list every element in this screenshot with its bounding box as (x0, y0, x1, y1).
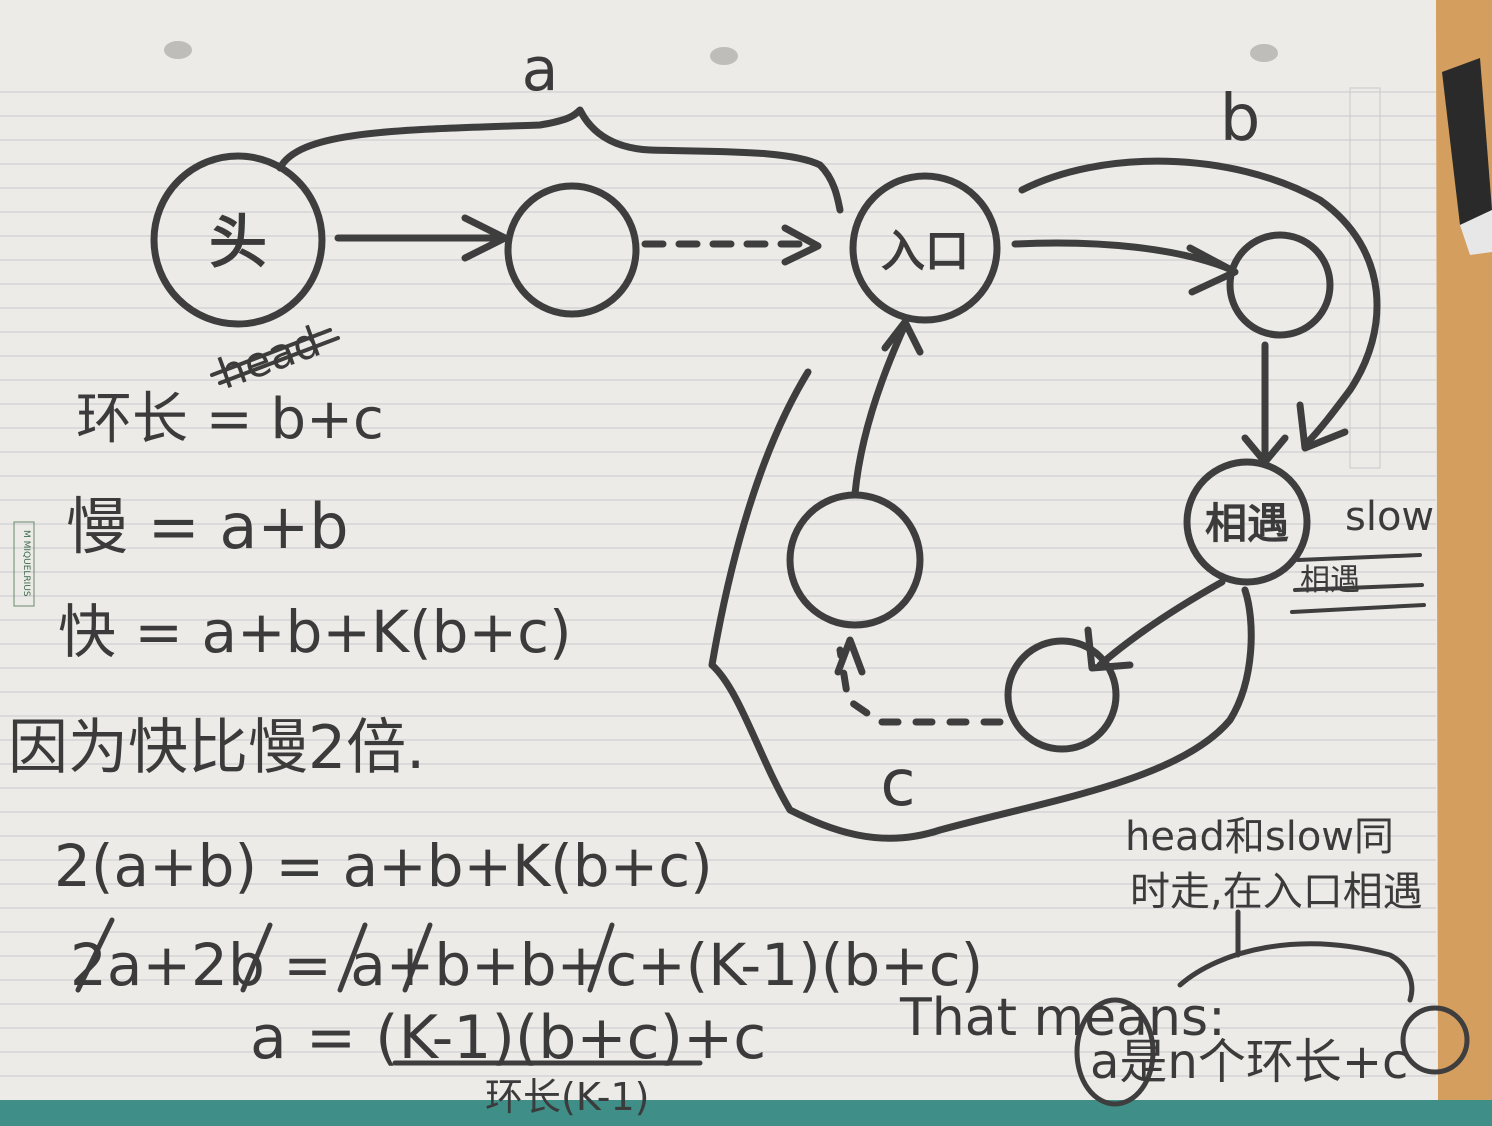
brace-a (276, 106, 844, 214)
note-line1: head和slow同 (1125, 814, 1394, 860)
node-meet (1183, 458, 1311, 586)
slow-label: slow (1345, 494, 1434, 540)
punch-hole (710, 47, 738, 65)
brand-label: M MIQUELRIUS (13, 521, 35, 607)
punch-hole (164, 41, 192, 59)
eq-3-under: 环长(K-1) (485, 1075, 649, 1119)
node-entrance-label: 入口 (881, 226, 969, 277)
label-a: a (522, 35, 559, 105)
node-head (150, 152, 326, 328)
node-1 (504, 182, 640, 318)
eq-fast: 快 = a+b+K(b+c) (58, 598, 572, 666)
node-entrance (849, 172, 1001, 324)
conclusion: a是n个环长+c (1090, 1034, 1408, 1090)
eq-1: 2(a+b) = a+b+K(b+c) (54, 832, 713, 900)
brace-c (708, 368, 1255, 842)
brace-b (1018, 157, 1381, 449)
punch-hole (1250, 44, 1278, 62)
eq-slow: 慢 = a+b (66, 490, 349, 563)
eq-2: 2a+2b = a+b+b+c+(K-1)(b+c) (70, 931, 983, 999)
eq-ring-length: 环长 = b+c (76, 387, 384, 452)
label-c: c (880, 747, 915, 821)
svg-text:M MIQUELRIUS: M MIQUELRIUS (21, 530, 31, 597)
node-3 (1004, 637, 1120, 753)
label-b: b (1220, 82, 1261, 156)
eq-3: a = (K-1)(b+c)+c (250, 1003, 766, 1073)
edge-meet-n3 (1096, 578, 1226, 669)
slow-underline-text: 相遇 (1300, 563, 1360, 598)
node-head-label: 头 (209, 208, 267, 276)
edge-n3-n4 (836, 646, 1004, 726)
eq-because: 因为快比慢2倍. (8, 713, 425, 783)
edge-n4-entrance (851, 321, 909, 498)
marker-icon (1442, 58, 1492, 255)
node-meet-label: 相遇 (1205, 499, 1289, 548)
that-means: That means: (899, 988, 1226, 1048)
node-2 (1226, 231, 1334, 339)
note-line2: 时走,在入口相遇 (1130, 869, 1423, 915)
